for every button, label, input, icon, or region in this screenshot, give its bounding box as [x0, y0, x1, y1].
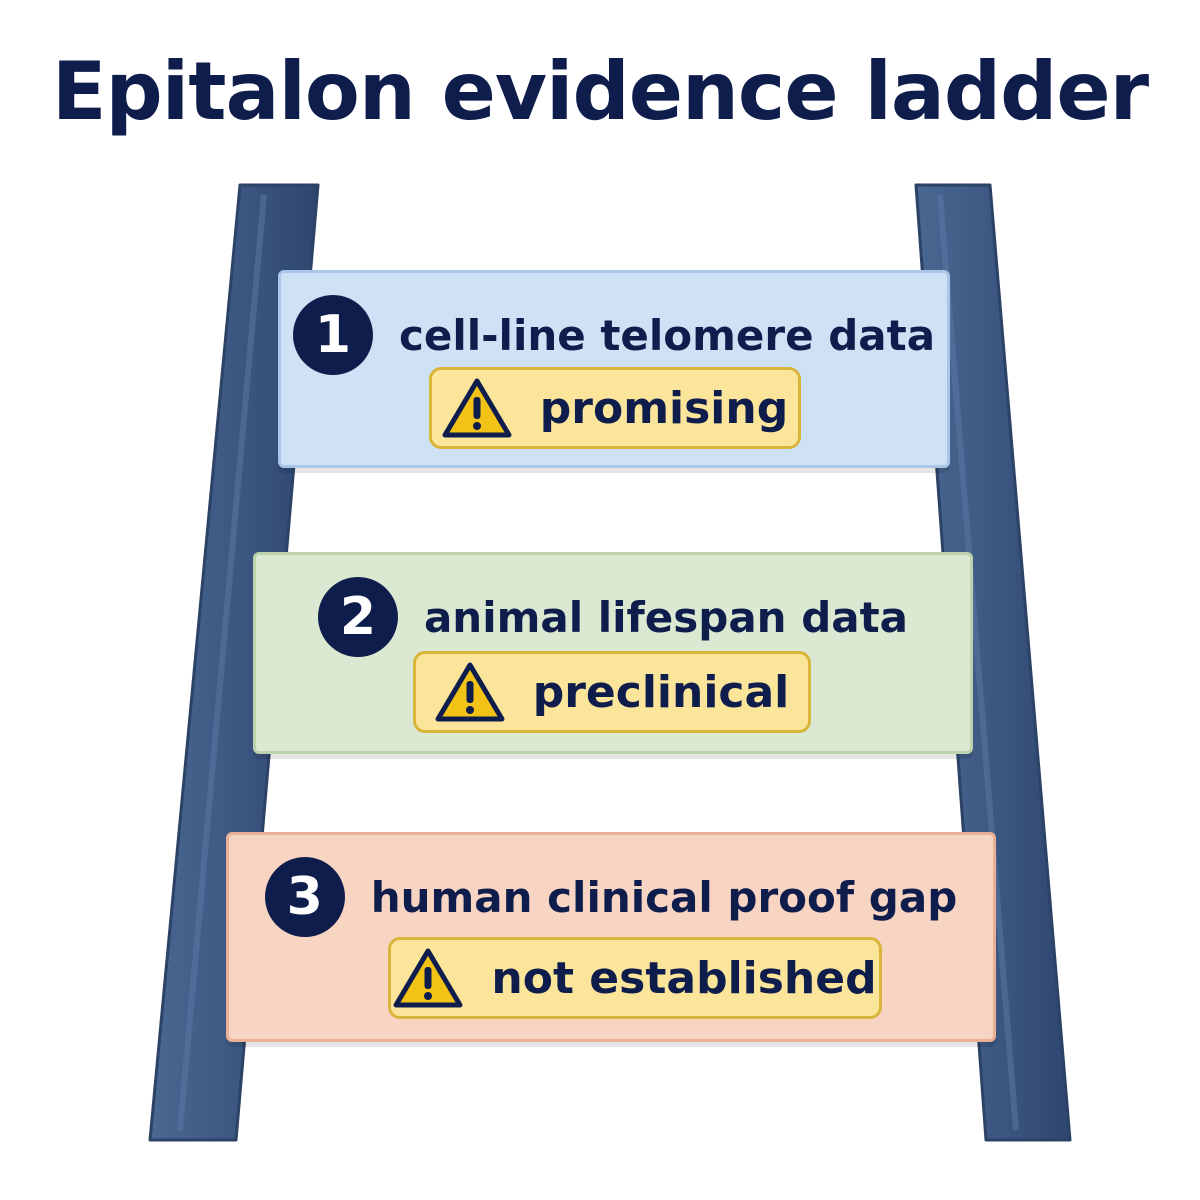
rung-1-badge-text: promising [539, 382, 789, 434]
rung-2-label: animal lifespan data [423, 592, 909, 642]
warning-triangle-icon [442, 378, 512, 438]
warning-triangle-icon [393, 948, 463, 1008]
left-rail [148, 183, 320, 1142]
right-rail-highlight [937, 194, 1019, 1131]
rung-1: 1 cell-line telomere data promising [278, 270, 950, 468]
rung-1-badge: promising [429, 367, 801, 449]
step-number-3: 3 [264, 857, 345, 937]
rung-2-header: 2 animal lifespan data [256, 577, 970, 657]
warning-triangle-icon [435, 662, 505, 722]
step-number-1: 1 [292, 295, 373, 375]
rung-3-label: human clinical proof gap [370, 872, 958, 922]
left-rail-highlight [177, 194, 267, 1131]
page-title: Epitalon evidence ladder [51, 45, 1149, 138]
rung-3: 3 human clinical proof gap not establish… [226, 832, 996, 1042]
rung-1-header: 1 cell-line telomere data [281, 295, 947, 375]
rung-2: 2 animal lifespan data preclinical [253, 552, 973, 754]
rung-1-label: cell-line telomere data [398, 310, 936, 360]
rung-2-badge-text: preclinical [532, 666, 790, 718]
rung-3-header: 3 human clinical proof gap [229, 857, 993, 937]
rung-3-badge-text: not established [491, 952, 877, 1004]
step-number-2: 2 [317, 577, 398, 657]
right-rail [914, 183, 1072, 1142]
rung-2-badge: preclinical [413, 651, 811, 733]
rung-3-badge: not established [388, 937, 882, 1019]
